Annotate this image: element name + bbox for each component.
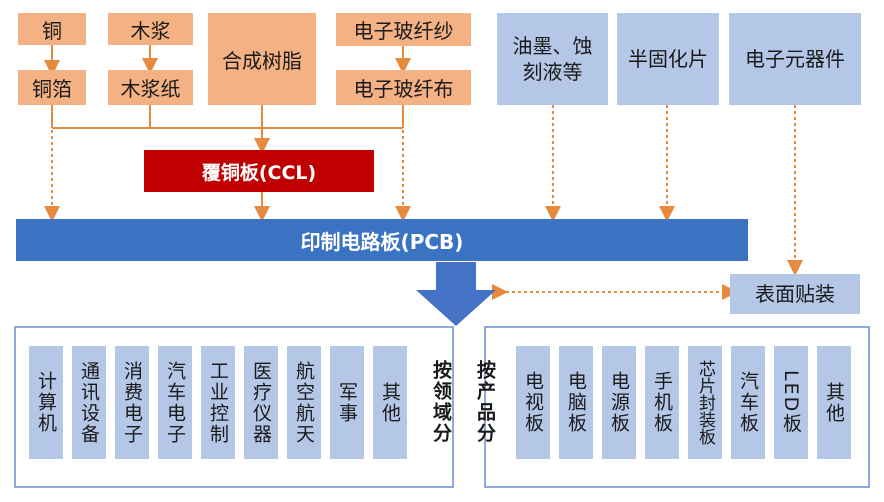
field-military: 军事 bbox=[330, 346, 364, 459]
product-auto-board: 汽车板 bbox=[731, 346, 765, 459]
product-phone-board: 手机板 bbox=[645, 346, 679, 459]
material-wood-pulp: 木浆 bbox=[108, 13, 193, 45]
product-ic-substrate: 芯片封装板 bbox=[688, 346, 722, 459]
field-automotive-electronics: 汽车电子 bbox=[158, 346, 192, 459]
field-medical-instruments: 医疗仪器 bbox=[244, 346, 278, 459]
product-other: 其他 bbox=[817, 346, 851, 459]
field-aerospace: 航空航天 bbox=[287, 346, 321, 459]
smt-box: 表面贴装 bbox=[730, 274, 860, 314]
material-glass-cloth: 电子玻纤布 bbox=[336, 70, 471, 105]
big-down-arrow bbox=[416, 262, 496, 326]
by-product-label: 按产品分 bbox=[474, 360, 496, 444]
field-telecom: 通讯设备 bbox=[72, 346, 106, 459]
field-industrial-control: 工业控制 bbox=[201, 346, 235, 459]
field-computer: 计算机 bbox=[29, 346, 63, 459]
field-other: 其他 bbox=[373, 346, 407, 459]
product-pc-board: 电脑板 bbox=[559, 346, 593, 459]
material-copper-foil: 铜箔 bbox=[18, 70, 86, 105]
product-tv-board: 电视板 bbox=[516, 346, 550, 459]
pcb-bar: 印制电路板(PCB) bbox=[16, 219, 748, 261]
input-ink-etchant: 油墨、蚀刻液等 bbox=[497, 13, 608, 105]
input-prepreg: 半固化片 bbox=[617, 13, 719, 105]
field-consumer-electronics: 消费电子 bbox=[115, 346, 149, 459]
input-electronic-components: 电子元器件 bbox=[729, 13, 861, 105]
by-field-label: 按领域分 bbox=[430, 360, 452, 444]
ccl-box: 覆铜板(CCL) bbox=[144, 150, 374, 192]
product-power-board: 电源板 bbox=[602, 346, 636, 459]
material-synthetic-resin: 合成树脂 bbox=[208, 13, 316, 105]
material-wood-pulp-paper: 木浆纸 bbox=[108, 70, 193, 105]
product-led-board: LED板 bbox=[774, 346, 808, 459]
material-glass-yarn: 电子玻纤纱 bbox=[336, 13, 471, 46]
material-copper: 铜 bbox=[18, 13, 86, 45]
